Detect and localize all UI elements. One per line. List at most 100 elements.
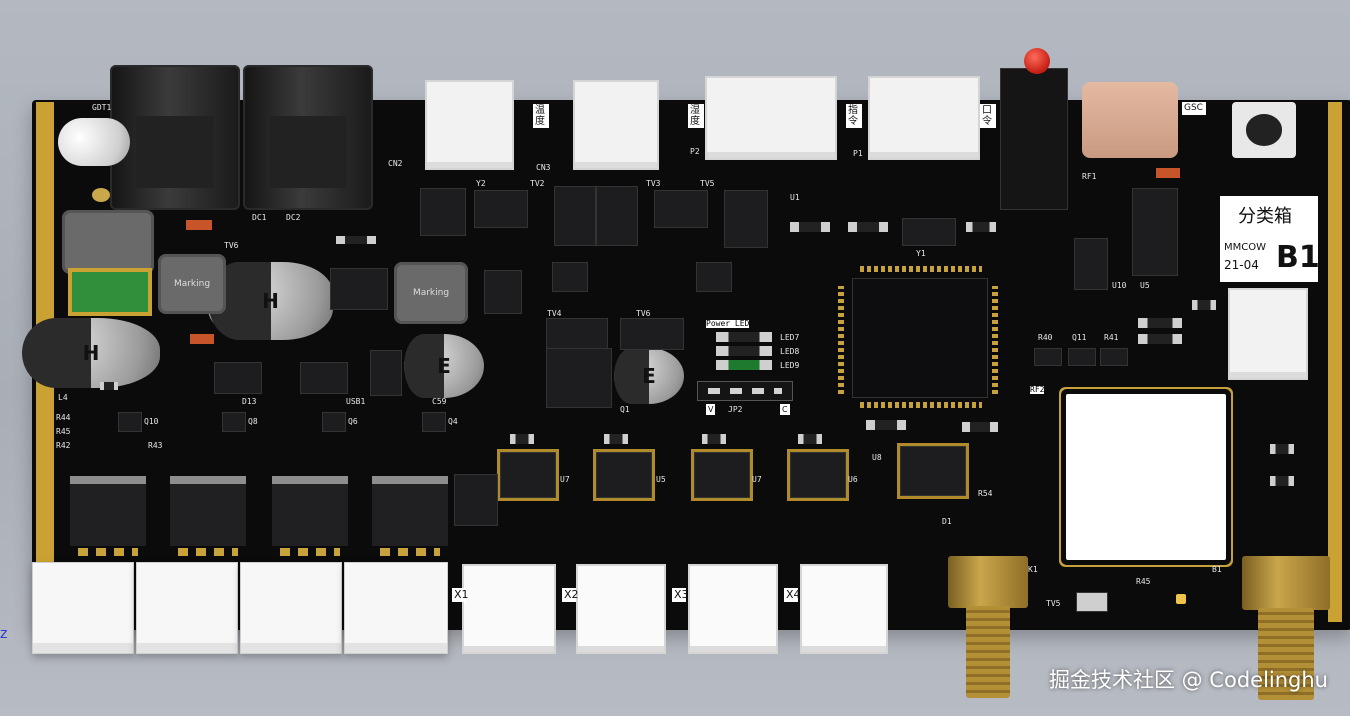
designator-q2: Q4 bbox=[448, 417, 458, 426]
led-label-9: LED9 bbox=[780, 361, 800, 370]
designator-usb1: RF1 bbox=[1082, 172, 1097, 181]
sma-barrel-rf2 bbox=[1258, 608, 1314, 700]
designator-l4: TV6 bbox=[224, 241, 239, 250]
silk-gsc: GSC bbox=[1182, 102, 1206, 115]
designator-r41: R43 bbox=[148, 441, 163, 450]
designator-y2: Y1 bbox=[916, 249, 926, 258]
designator-tv3: TV2 bbox=[530, 179, 545, 188]
connector-p2 bbox=[705, 76, 837, 160]
inductor-marking-2: Marking bbox=[394, 262, 468, 324]
designator-y1: U10 bbox=[1112, 281, 1127, 290]
jumper-label-v: V bbox=[706, 404, 716, 415]
inductor-l3 bbox=[420, 188, 466, 236]
designator-u5: U5 bbox=[656, 475, 666, 484]
connector-cn2 bbox=[425, 80, 514, 170]
smd-orange-2 bbox=[190, 334, 214, 344]
chip-u14 bbox=[370, 350, 402, 396]
status-led-small bbox=[1176, 594, 1186, 604]
designator-r40: R42 bbox=[56, 441, 71, 450]
designator-dc1: DC1 bbox=[252, 213, 267, 222]
connector-x2 bbox=[576, 564, 666, 654]
led-label-8: LED8 bbox=[780, 347, 800, 356]
designator-tv7: TV6 bbox=[636, 309, 651, 318]
dc-jack-1 bbox=[110, 65, 240, 210]
tvs-tv7 bbox=[620, 318, 684, 350]
designator-u1: U1 bbox=[790, 193, 800, 202]
capacitor-h-center: H bbox=[208, 262, 333, 340]
designator-u8: U7 bbox=[752, 475, 762, 484]
relay-block bbox=[1000, 68, 1068, 210]
usb-connector bbox=[1082, 82, 1178, 158]
led-label-power: Power LED bbox=[706, 319, 750, 328]
connector-cn3 bbox=[573, 80, 659, 170]
dc-jack-2 bbox=[243, 65, 373, 210]
terminal-block-4 bbox=[344, 562, 448, 654]
designator-l1: TV5 bbox=[1046, 599, 1061, 608]
transistor-q6 bbox=[222, 412, 246, 432]
transistor-q2 bbox=[422, 412, 446, 432]
crystal-y1 bbox=[1074, 238, 1108, 290]
side-label-x4: X4 bbox=[784, 588, 801, 602]
connector-x3 bbox=[688, 564, 778, 654]
designator-c56: C59 bbox=[432, 397, 447, 406]
smd-res-1 bbox=[790, 222, 830, 232]
designator-q11: R41 bbox=[1104, 333, 1119, 342]
right-edge-rail bbox=[1328, 102, 1342, 622]
smd-res-6 bbox=[1270, 476, 1294, 486]
designator-r54: D1 bbox=[942, 517, 952, 526]
designator-q10: R40 bbox=[1038, 333, 1053, 342]
transistor-q10 bbox=[1034, 348, 1062, 366]
designator-c59: Q1 bbox=[620, 405, 630, 414]
crystal-y2 bbox=[902, 218, 956, 246]
ic-u4 bbox=[1132, 188, 1178, 276]
jumper-jp2 bbox=[698, 382, 792, 400]
ic-u13 bbox=[546, 348, 612, 408]
designator-dc2: DC2 bbox=[286, 213, 301, 222]
smd-orange-3 bbox=[1156, 168, 1180, 178]
tvs-tv6 bbox=[546, 318, 608, 350]
red-led bbox=[1024, 48, 1050, 74]
fuse bbox=[72, 272, 148, 312]
jumper-label-c: C bbox=[780, 404, 790, 415]
mosfet-q1 bbox=[372, 476, 448, 556]
designator-d13: USB1 bbox=[346, 397, 366, 406]
smd-res-2 bbox=[848, 222, 888, 232]
designator-q8: Q10 bbox=[144, 417, 159, 426]
capacitor-e-1: E bbox=[404, 334, 484, 398]
gdt-pad bbox=[92, 188, 110, 202]
tvs-tv3 bbox=[596, 186, 638, 246]
designator-u7: U7 bbox=[560, 475, 570, 484]
transistor-q8 bbox=[118, 412, 142, 432]
ic-regulator-1 bbox=[330, 268, 388, 310]
led-9 bbox=[716, 360, 772, 370]
designator-c16: L4 bbox=[58, 393, 68, 402]
connector-x1 bbox=[462, 564, 556, 654]
designator-u6: U6 bbox=[848, 475, 858, 484]
designator-tv1: Y2 bbox=[476, 179, 486, 188]
mcu-pads-right bbox=[992, 286, 998, 394]
board-title: 分类箱 bbox=[1238, 206, 1292, 227]
ic-u10 bbox=[900, 446, 966, 496]
designator-q4: Q6 bbox=[348, 417, 358, 426]
smd-res-9 bbox=[702, 434, 726, 444]
designator-q6: Q8 bbox=[248, 417, 258, 426]
marking-h-1: H bbox=[82, 341, 100, 365]
mcu-chip bbox=[852, 278, 988, 398]
mosfet-q3 bbox=[272, 476, 348, 556]
smd-res-8 bbox=[604, 434, 628, 444]
smd-res-4 bbox=[1192, 300, 1216, 310]
smd-orange-1 bbox=[186, 220, 212, 230]
led-8 bbox=[716, 346, 772, 356]
marking-e-1: E bbox=[437, 354, 451, 378]
smd-res-7 bbox=[510, 434, 534, 444]
terminal-block-2 bbox=[136, 562, 238, 654]
smd-res-16 bbox=[336, 236, 376, 244]
driver-u6 bbox=[790, 452, 846, 498]
watermark: 掘金技术社区 @ Codelinghu bbox=[1048, 668, 1328, 692]
silk-password: 口令 bbox=[980, 104, 996, 128]
ic-small-2 bbox=[696, 262, 732, 292]
designator-u10: U8 bbox=[872, 453, 882, 462]
designator-r42: R44 bbox=[56, 413, 71, 422]
designator-p1: P1 bbox=[853, 149, 863, 158]
